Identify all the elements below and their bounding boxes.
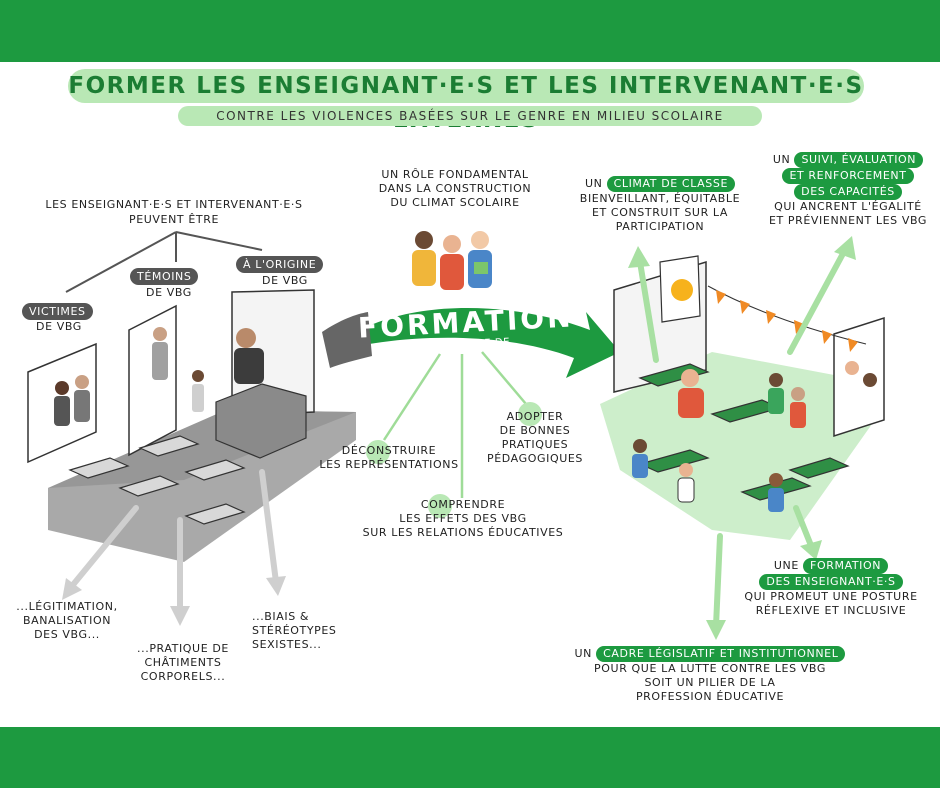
goal-adopter: ADOPTER DE BONNES PRATIQUES PÉDAGOGIQUES <box>470 410 600 466</box>
consequence-line: BANALISATION <box>22 614 112 627</box>
goal-connector-lines <box>382 351 527 498</box>
role-victimes-sub: DE VBG <box>36 320 82 333</box>
outcome-line: ET CONSTRUIT SUR LA <box>591 206 729 219</box>
role-tag: VICTIMES <box>22 303 93 320</box>
role-temoins-sub: DE VBG <box>146 286 192 299</box>
outcome-tag: DES ENSEIGNANT·E·S <box>759 574 903 590</box>
role-line: DU CLIMAT SCOLAIRE <box>390 196 520 209</box>
outcome-tag: CADRE LÉGISLATIF ET INSTITUTIONNEL <box>596 646 846 662</box>
role-line: UN RÔLE FONDAMENTAL <box>381 168 529 181</box>
outcome-tag: DES CAPACITÉS <box>794 184 902 200</box>
left-classroom-illustration <box>27 289 356 562</box>
goal-comprendre: COMPRENDRE LES EFFETS DES VBG SUR LES RE… <box>352 498 574 540</box>
role-temoins: TÉMOINS <box>130 265 199 285</box>
page-subtitle: CONTRE LES VIOLENCES BASÉES SUR LE GENRE… <box>216 109 724 123</box>
outcome-line: PARTICIPATION <box>615 220 705 233</box>
consequence-line: ...PRATIQUE DE <box>137 642 229 655</box>
outcome-line: QUI ANCRENT L'ÉGALITÉ <box>774 200 922 213</box>
outcome-line: PROFESSION ÉDUCATIVE <box>635 690 785 703</box>
formation-arrow <box>322 308 620 378</box>
title-background <box>68 69 864 103</box>
outcome-line: SOIT UN PILIER DE LA <box>644 676 776 689</box>
right-classroom-illustration <box>600 255 885 540</box>
right-outcome-arrows <box>637 245 849 629</box>
outcome-climat: UN CLIMAT DE CLASSE BIENVEILLANT, ÉQUITA… <box>570 176 750 234</box>
consequence-line: DES VBG... <box>34 628 100 641</box>
consequence-line: CORPORELS... <box>140 670 226 683</box>
outcome-tag: FORMATION <box>803 558 889 574</box>
role-origine-sub: DE VBG <box>262 274 308 287</box>
top-banner <box>0 0 940 62</box>
consequence-line: ...BIAIS & <box>252 610 310 623</box>
outcome-prefix: UN <box>772 153 791 166</box>
center-role-text: UN RÔLE FONDAMENTAL DANS LA CONSTRUCTION… <box>370 168 540 210</box>
goal-dots <box>366 402 542 518</box>
outcome-prefix: UN <box>574 647 592 660</box>
outcome-suivi: UN SUIVI, ÉVALUATION ET RENFORCEMENT DES… <box>760 152 936 228</box>
left-connector-lines <box>65 231 263 293</box>
consequence-legitimation: ...LÉGITIMATION, BANALISATION DES VBG... <box>12 600 122 642</box>
goal-line: PÉDAGOGIQUES <box>487 452 583 465</box>
consequence-line: CHÂTIMENTS <box>144 656 222 669</box>
outcome-prefix: UNE <box>773 559 799 572</box>
outcome-line: ET PRÉVIENNENT LES VBG <box>768 214 928 227</box>
consequence-chatiments: ...PRATIQUE DE CHÂTIMENTS CORPORELS... <box>128 642 238 684</box>
outcome-line: BIENVEILLANT, ÉQUITABLE <box>579 192 741 205</box>
role-origine: À L'ORIGINE <box>236 253 324 273</box>
bottom-banner <box>0 727 940 788</box>
outcome-line: RÉFLEXIVE ET INCLUSIVE <box>755 604 907 617</box>
goal-deconstruire: DÉCONSTRUIRE LES REPRÉSENTATIONS <box>316 444 462 472</box>
role-line: DANS LA CONSTRUCTION <box>378 182 532 195</box>
outcome-tag: CLIMAT DE CLASSE <box>606 176 736 192</box>
role-tag: À L'ORIGINE <box>236 256 324 273</box>
role-victimes: VICTIMES <box>22 300 93 320</box>
goal-line: DE BONNES PRATIQUES <box>499 424 571 451</box>
goal-line: DÉCONSTRUIRE <box>341 444 437 457</box>
left-intro-line1: LES ENSEIGNANT·E·S ET INTERVENANT·E·S <box>45 198 303 211</box>
consequence-line: SEXISTES... <box>252 638 322 651</box>
role-tag: TÉMOINS <box>130 268 199 285</box>
goal-line: COMPRENDRE <box>420 498 506 511</box>
outcome-tag: SUIVI, ÉVALUATION <box>794 152 924 168</box>
outcome-line: QUI PROMEUT UNE POSTURE <box>744 590 918 603</box>
goal-line: LES REPRÉSENTATIONS <box>319 458 459 471</box>
goal-line: ADOPTER <box>506 410 564 423</box>
consequence-line: STÉRÉOTYPES <box>252 624 337 637</box>
goal-line: LES EFFETS DES VBG <box>399 512 527 525</box>
consequence-biais: ...BIAIS & STÉRÉOTYPES SEXISTES... <box>252 610 352 652</box>
outcome-cadre: UN CADRE LÉGISLATIF ET INSTITUTIONNEL PO… <box>560 646 860 704</box>
educators-illustration <box>412 231 492 290</box>
outcome-formation: UNE FORMATION DES ENSEIGNANT·E·S QUI PRO… <box>728 558 934 618</box>
outcome-prefix: UN <box>584 177 603 190</box>
goal-line: SUR LES RELATIONS ÉDUCATIVES <box>362 526 564 539</box>
left-consequence-arrows <box>69 469 279 617</box>
outcome-line: POUR QUE LA LUTTE CONTRE LES VBG <box>594 662 826 675</box>
left-intro-line2: PEUVENT ÊTRE <box>128 213 220 226</box>
outcome-tag: ET RENFORCEMENT <box>782 168 914 184</box>
consequence-line: ...LÉGITIMATION, <box>16 600 118 613</box>
subtitle-background <box>178 106 762 126</box>
